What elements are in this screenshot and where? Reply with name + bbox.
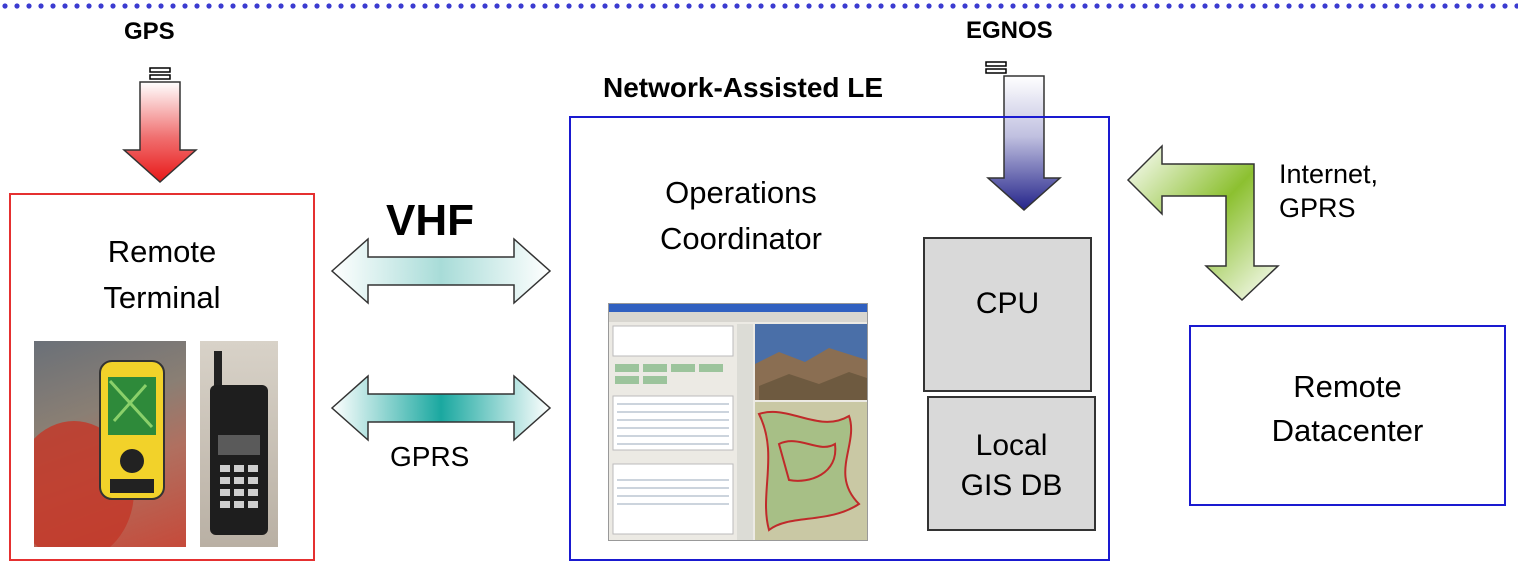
dotted-top-border [0, 0, 1518, 12]
operations-coordinator-label: Operations Coordinator [660, 175, 822, 256]
network-assisted-le-box: Operations Coordinator [569, 116, 1110, 561]
local-gis-db-box: Local GIS DB [927, 396, 1096, 531]
gprs-label: GPRS [390, 441, 470, 472]
radio-photo [200, 341, 278, 547]
vhf-double-arrow [330, 237, 552, 305]
internet-gprs-arrow [1126, 144, 1280, 302]
cpu-box: CPU [923, 237, 1092, 392]
local-gis-db-label: Local GIS DB [960, 429, 1063, 502]
handheld-photo [34, 341, 186, 547]
internet-gprs-label: Internet, GPRS [1279, 159, 1379, 223]
vhf-label: VHF [386, 196, 474, 245]
egnos-label: EGNOS [966, 17, 1053, 44]
gis-application-screenshot [608, 303, 868, 541]
remote-datacenter-box: Remote Datacenter [1189, 325, 1506, 506]
gprs-double-arrow [330, 374, 552, 442]
remote-terminal-label: Remote Terminal [103, 234, 221, 315]
remote-datacenter-label: Remote Datacenter [1271, 369, 1424, 448]
egnos-arrow [985, 61, 1062, 212]
gps-label: GPS [124, 18, 175, 45]
cpu-label: CPU [975, 287, 1040, 320]
network-assisted-le-label: Network-Assisted LE [603, 72, 884, 103]
gps-arrow [122, 67, 198, 184]
remote-terminal-box: Remote Terminal [9, 193, 315, 561]
